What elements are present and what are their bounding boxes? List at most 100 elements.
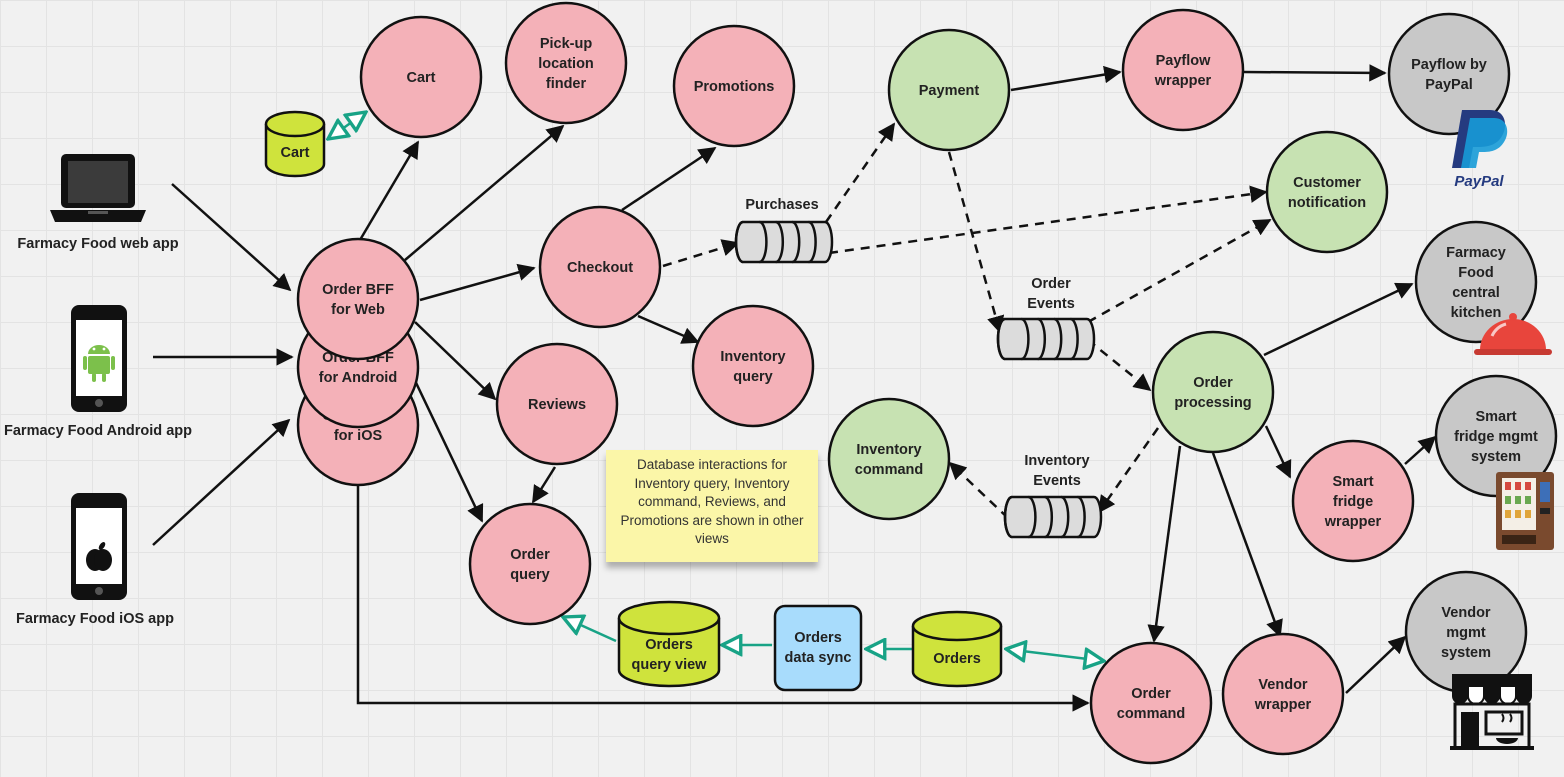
edge-order-events-to-order-processing xyxy=(1087,339,1152,392)
vendor-wrapper-node-shape xyxy=(1221,632,1345,756)
payflow-paypal-node-shape xyxy=(1387,12,1511,136)
payflow-wrapper-node-shape xyxy=(1121,8,1245,132)
teal-edges xyxy=(328,112,1104,661)
smart-fridge-wrapper-node-line-2: fridge xyxy=(1333,494,1373,510)
edge-query-view-to-order-query xyxy=(563,617,617,643)
orders-query-view-database: Orders query view xyxy=(617,600,721,688)
edge-order-processing-to-smart-fridge-wrapper xyxy=(1264,425,1292,479)
order-command-node-shape xyxy=(1089,641,1213,765)
payment-node-label: Payment xyxy=(919,83,980,99)
edge-order-processing-to-order-command xyxy=(1147,445,1182,643)
checkout-node-line-1: Checkout xyxy=(567,260,633,276)
inventory-command-node-line-1: Inventory xyxy=(856,442,921,458)
smart-fridge-system-node-label: Smart fridge mgmt system xyxy=(1454,409,1538,465)
orders-database-line-1: Orders xyxy=(933,651,981,667)
order-command-node: Order command xyxy=(1089,641,1213,765)
vendor-wrapper-node-line-2: wrapper xyxy=(1254,697,1312,713)
sticky-note: Database interactions for Inventory quer… xyxy=(606,450,818,562)
cart-database: Cart xyxy=(264,110,326,178)
pickup-location-finder-node-line-3: finder xyxy=(546,76,587,92)
vendor-system-node-line-2: mgmt xyxy=(1446,625,1486,641)
edge-checkout-to-inventory-query xyxy=(637,314,700,344)
central-kitchen-node-line-1: Farmacy xyxy=(1446,245,1506,261)
edge-inventory-events-to-inventory-command xyxy=(948,461,1009,519)
orders-database: Orders xyxy=(911,610,1003,688)
cart-service-node: Cart xyxy=(359,15,483,139)
iphone-icon xyxy=(71,493,127,600)
order-query-node-line-2: query xyxy=(510,567,550,583)
inventory-query-node-line-1: Inventory xyxy=(720,349,785,365)
queue-inventory-events-label-line-2: Events xyxy=(1033,473,1081,489)
edge-cart-db-cart xyxy=(328,112,366,139)
order-bff-ios-node-line-2: for iOS xyxy=(334,428,383,444)
promotions-node-line-1: Promotions xyxy=(694,79,775,95)
edge-vendor-wrapper-to-system xyxy=(1345,635,1407,694)
smart-fridge-system-node-line-2: fridge mgmt xyxy=(1454,429,1538,445)
payflow-wrapper-node-line-1: Payflow xyxy=(1156,53,1212,69)
orders-query-view-database-line-2: query view xyxy=(632,657,708,673)
promotions-node: Promotions xyxy=(672,24,796,148)
payment-node-shape xyxy=(887,28,1011,152)
edge-ios-app-to-bff xyxy=(152,418,291,546)
edge-web-app-to-bff xyxy=(171,183,292,292)
order-bff-android-node-line-2: for Android xyxy=(319,370,397,386)
cart-service-node-label: Cart xyxy=(406,70,435,86)
reviews-node: Reviews xyxy=(495,342,619,466)
queue-order-events-label-line-2: Events xyxy=(1027,296,1075,312)
order-command-node-line-1: Order xyxy=(1131,686,1171,702)
edge-order-events-to-customer-notification xyxy=(1087,218,1272,324)
laptop-icon xyxy=(50,154,146,222)
pickup-location-finder-node-line-1: Pick-up xyxy=(540,36,593,52)
edge-order-processing-to-vendor-wrapper xyxy=(1211,452,1283,638)
order-processing-node-shape xyxy=(1151,330,1275,454)
edge-bff-to-reviews xyxy=(414,321,497,401)
order-bff-web-node-shape xyxy=(296,237,420,361)
order-command-node-line-2: command xyxy=(1117,706,1186,722)
android-app-label: Farmacy Food Android app xyxy=(4,423,192,439)
order-processing-node-line-2: processing xyxy=(1174,395,1251,411)
queue-purchases-label-line-1: Purchases xyxy=(745,197,818,213)
reviews-node-shape xyxy=(495,342,619,466)
orders-data-sync-line-1: Orders xyxy=(794,630,842,646)
queue-order-events-label-line-1: Order xyxy=(1031,276,1071,292)
smart-fridge-system-node-line-1: Smart xyxy=(1475,409,1516,425)
orders-query-view-database-line-1: Orders xyxy=(645,637,693,653)
smart-fridge-system-node-line-3: system xyxy=(1471,449,1521,465)
customer-notification-node-shape xyxy=(1265,130,1389,254)
checkout-node-shape xyxy=(538,205,662,329)
queue-purchases-label: Purchases xyxy=(745,197,818,213)
central-kitchen-node-line-4: kitchen xyxy=(1451,305,1502,321)
edge-bff-to-cart xyxy=(358,140,420,241)
paypal-logo-text: PayPal xyxy=(1454,173,1504,190)
order-query-node-shape xyxy=(468,502,592,626)
edge-checkout-to-promotions xyxy=(621,146,717,212)
order-query-node-line-1: Order xyxy=(510,547,550,563)
central-kitchen-node-shape xyxy=(1414,220,1538,344)
edge-payment-to-order-events xyxy=(947,151,1005,334)
orders-data-sync-line-2: data sync xyxy=(785,650,852,666)
vending-fridge-icon xyxy=(1496,472,1554,550)
cart-database-line-1: Cart xyxy=(280,145,309,161)
cart-database-label: Cart xyxy=(280,145,309,161)
paypal-logo-icon: PayPal xyxy=(1452,110,1508,190)
reviews-node-line-1: Reviews xyxy=(528,397,586,413)
